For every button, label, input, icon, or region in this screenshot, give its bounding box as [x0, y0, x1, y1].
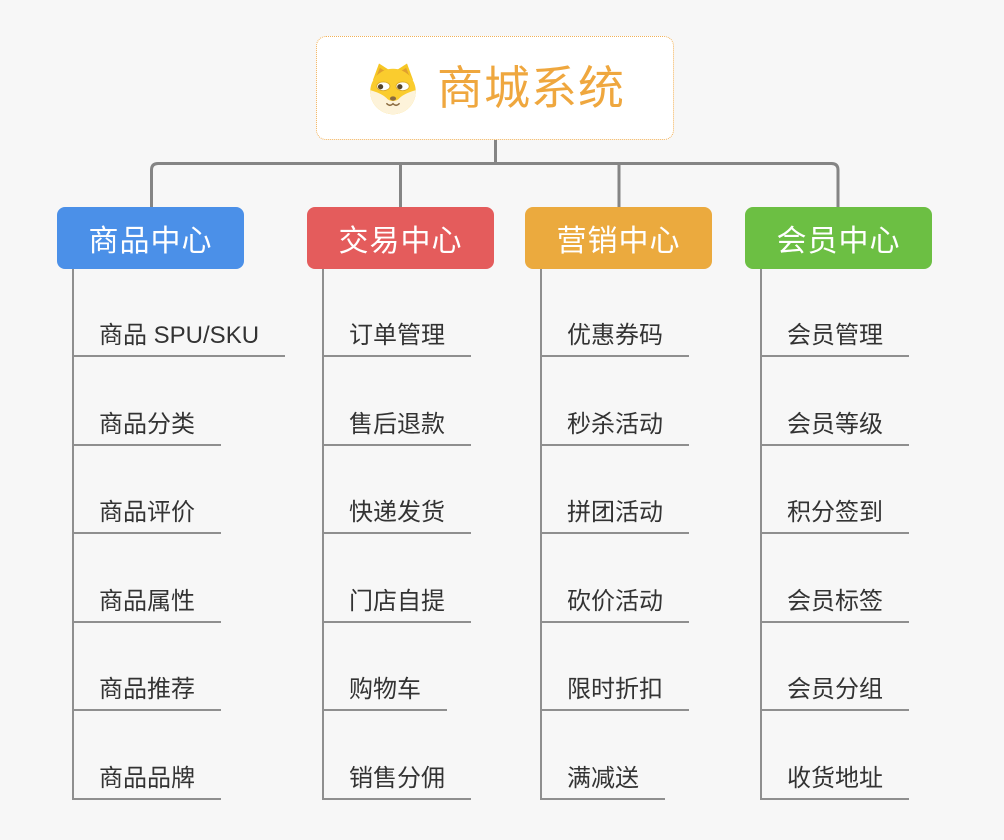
branch-connector-line — [72, 269, 74, 800]
sub-topic[interactable]: 会员分组 — [760, 675, 909, 711]
branch-marketing-center: 营销中心 优惠券码 秒杀活动 拼团活动 砍价活动 限时折扣 满减送 — [525, 207, 712, 800]
root-topic-title: 商城系统 — [437, 62, 625, 114]
sub-topic[interactable]: 商品 SPU/SKU — [72, 321, 286, 357]
branch-trade-center: 交易中心 订单管理 售后退款 快递发货 门店自提 购物车 销售分佣 — [307, 207, 494, 800]
sub-topic[interactable]: 门店自提 — [322, 587, 471, 623]
sub-topic[interactable]: 商品推荐 — [72, 675, 221, 711]
sub-topic[interactable]: 秒杀活动 — [540, 410, 689, 446]
root-topic[interactable]: 商城系统 — [316, 36, 674, 140]
sub-topic[interactable]: 商品分类 — [72, 410, 221, 446]
sub-topic[interactable]: 商品评价 — [72, 498, 221, 534]
sub-topic[interactable]: 会员等级 — [760, 410, 909, 446]
branch-topic-member[interactable]: 会员中心 — [745, 207, 932, 269]
branch-topic-marketing[interactable]: 营销中心 — [525, 207, 712, 269]
sub-topic[interactable]: 会员标签 — [760, 587, 909, 623]
branch-connector-line — [322, 269, 324, 800]
sub-topic[interactable]: 销售分佣 — [322, 764, 471, 800]
branch-connector-line — [760, 269, 762, 800]
sub-topic[interactable]: 订单管理 — [322, 321, 471, 357]
sub-topic[interactable]: 积分签到 — [760, 498, 909, 534]
sub-topic[interactable]: 快递发货 — [322, 498, 471, 534]
sub-topic[interactable]: 优惠券码 — [540, 321, 689, 357]
branch-topic-product[interactable]: 商品中心 — [57, 207, 244, 269]
sub-topic[interactable]: 购物车 — [322, 675, 447, 711]
sub-topic[interactable]: 商品属性 — [72, 587, 221, 623]
branch-member-center: 会员中心 会员管理 会员等级 积分签到 会员标签 会员分组 收货地址 — [745, 207, 932, 800]
sub-topic[interactable]: 会员管理 — [760, 321, 909, 357]
sub-topic[interactable]: 满减送 — [540, 764, 665, 800]
sub-topic[interactable]: 商品品牌 — [72, 764, 221, 800]
sub-topic[interactable]: 限时折扣 — [540, 675, 689, 711]
trunk-line — [150, 162, 840, 208]
sub-topic[interactable]: 砍价活动 — [540, 587, 689, 623]
branch-connector-line — [540, 269, 542, 800]
sub-topic[interactable]: 拼团活动 — [540, 498, 689, 534]
branch-topic-trade[interactable]: 交易中心 — [307, 207, 494, 269]
sub-topic[interactable]: 收货地址 — [760, 764, 909, 800]
branch-product-center: 商品中心 商品 SPU/SKU 商品分类 商品评价 商品属性 商品推荐 商品品牌 — [57, 207, 286, 800]
doge-icon — [365, 60, 421, 116]
sub-topic[interactable]: 售后退款 — [322, 410, 471, 446]
